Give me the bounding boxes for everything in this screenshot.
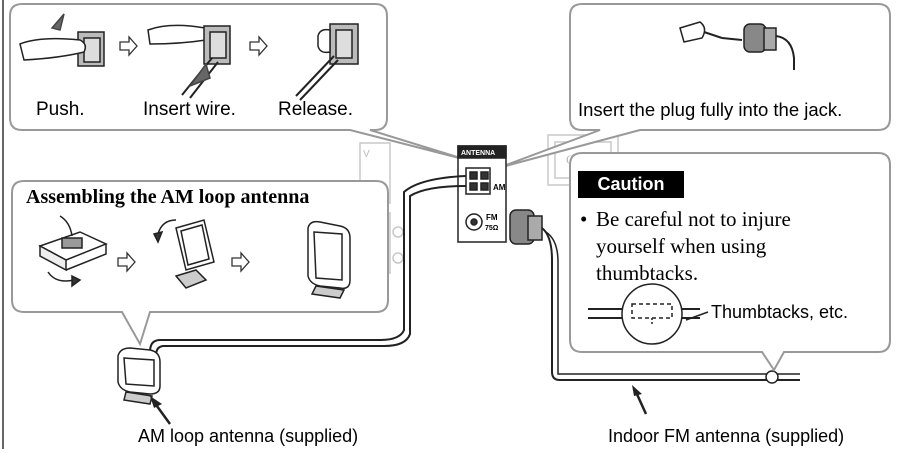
am-assembly-step3	[307, 220, 351, 299]
am-assembly-title: Assembling the AM loop antenna	[26, 186, 310, 208]
antenna-label: ANTENNA	[461, 150, 495, 157]
caution-badge: Caution	[578, 171, 684, 198]
insert-wire-label: Insert wire.	[143, 99, 236, 120]
caution-bullet: •	[580, 207, 588, 231]
am-antenna-caption: AM loop antenna (supplied)	[138, 426, 359, 446]
release-label: Release.	[278, 99, 353, 120]
fm-plug-callout	[497, 3, 891, 169]
fm-plug-connected	[509, 209, 543, 245]
caution-body: Be careful not to injure yourself when u…	[596, 207, 791, 285]
am-loop-antenna	[117, 347, 161, 405]
hollow-right-arrow-icon	[119, 35, 138, 57]
antenna-jack-panel	[457, 145, 507, 243]
am-wire-2	[155, 185, 467, 368]
fm-impedance-label: 75Ω	[485, 225, 499, 232]
fm-wire-2	[545, 231, 800, 375]
fm-wire-end	[765, 370, 779, 384]
hollow-right-arrow-icon	[231, 251, 250, 273]
fm-wire	[541, 227, 800, 381]
push-step-illustration	[19, 13, 105, 67]
step-callout	[9, 3, 468, 161]
thumbtacks-label: Thumbtacks, etc.	[711, 302, 849, 322]
caution-text: • Be careful not to injure yourself when…	[580, 206, 820, 287]
insert-wire-step-illustration	[147, 24, 231, 99]
am-assembly-step1	[38, 215, 108, 288]
push-label: Push.	[36, 99, 85, 120]
fm-terminal-label: FM	[486, 213, 498, 222]
thumbtack-leader	[685, 311, 709, 321]
hollow-right-arrow-icon	[117, 251, 136, 273]
am-assembly-step2	[152, 219, 215, 289]
release-step-illustration	[295, 23, 359, 101]
am-antenna-pointer-icon	[150, 396, 172, 425]
panel-v-label: V	[363, 149, 370, 160]
thumbtack-illustration	[588, 283, 700, 345]
hollow-right-arrow-icon	[249, 35, 268, 57]
am-wire	[149, 175, 467, 368]
fm-antenna-pointer-icon	[632, 385, 648, 415]
fm-antenna-caption: Indoor FM antenna (supplied)	[608, 426, 845, 446]
fm-plug-instruction: Insert the plug fully into the jack.	[578, 99, 843, 120]
fm-plug-illustration	[679, 21, 795, 70]
am-terminal-label: AM	[493, 183, 506, 192]
